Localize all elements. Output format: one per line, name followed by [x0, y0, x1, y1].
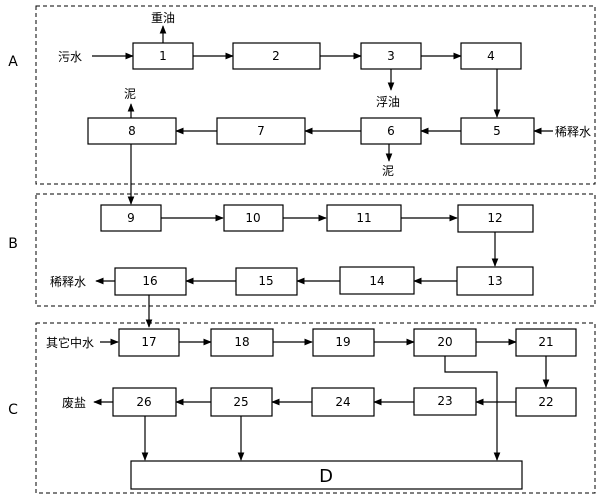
stream-heavy-oil: 重油: [151, 11, 175, 25]
node-8-label: 8: [128, 124, 136, 138]
node-19: 19: [312, 328, 375, 357]
node-21: 21: [515, 328, 577, 357]
section-a-frame: [35, 5, 596, 185]
stream-floating-oil: 浮油: [376, 95, 400, 109]
node-4: 4: [460, 42, 522, 70]
node-16-label: 16: [142, 274, 157, 288]
node-23: 23: [413, 387, 477, 416]
node-23-label: 23: [437, 394, 452, 408]
node-1-label: 1: [159, 49, 167, 63]
stream-sludge-8: 泥: [124, 87, 136, 101]
node-9: 9: [100, 204, 162, 232]
stream-waste-salt: 废盐: [62, 395, 86, 410]
node-6-label: 6: [387, 124, 395, 138]
node-19-label: 19: [335, 335, 350, 349]
stream-diluting-water-out: 稀释水: [50, 275, 86, 289]
edge-20-d: [444, 356, 501, 461]
node-14: 14: [339, 266, 415, 295]
node-11: 11: [326, 204, 402, 232]
section-c-label: C: [8, 402, 18, 418]
node-4-label: 4: [487, 49, 495, 63]
node-d-label: D: [319, 466, 333, 487]
stream-other-reclaimed-water: 其它中水: [46, 335, 94, 350]
node-21-label: 21: [538, 335, 553, 349]
node-22: 22: [515, 387, 577, 417]
node-22-label: 22: [538, 395, 553, 409]
node-2-label: 2: [272, 49, 280, 63]
node-25-label: 25: [233, 395, 248, 409]
node-11-label: 11: [356, 211, 371, 225]
node-10-label: 10: [245, 211, 260, 225]
node-14-label: 14: [369, 274, 384, 288]
section-c-frame: [35, 322, 596, 494]
node-d: D: [130, 460, 523, 490]
node-9-label: 9: [127, 211, 135, 225]
node-6: 6: [360, 117, 422, 145]
node-17: 17: [118, 328, 180, 357]
node-3-label: 3: [387, 49, 395, 63]
node-7-label: 7: [257, 124, 265, 138]
node-15-label: 15: [258, 274, 273, 288]
section-a-label: A: [8, 54, 18, 70]
node-18: 18: [210, 328, 274, 357]
node-25: 25: [210, 387, 273, 417]
node-24-label: 24: [335, 395, 350, 409]
stream-wastewater: 污水: [58, 50, 82, 64]
node-20: 20: [413, 328, 477, 357]
node-20-label: 20: [437, 335, 452, 349]
node-13: 13: [456, 266, 534, 296]
node-26-label: 26: [136, 395, 151, 409]
stream-sludge-6: 泥: [382, 164, 394, 178]
node-16: 16: [114, 267, 187, 296]
node-12: 12: [457, 204, 534, 233]
node-7: 7: [216, 117, 306, 145]
node-26: 26: [112, 387, 177, 417]
node-1: 1: [132, 42, 194, 70]
node-13-label: 13: [487, 274, 502, 288]
node-12-label: 12: [487, 211, 502, 225]
stream-diluting-water-in: 稀释水: [555, 125, 591, 139]
node-15: 15: [235, 267, 298, 296]
node-10: 10: [223, 204, 284, 232]
node-2: 2: [232, 42, 321, 70]
section-b-label: B: [8, 236, 18, 252]
node-5: 5: [460, 117, 535, 145]
node-5-label: 5: [493, 124, 501, 138]
node-3: 3: [360, 42, 422, 70]
node-18-label: 18: [234, 335, 249, 349]
node-17-label: 17: [141, 335, 156, 349]
node-8: 8: [87, 117, 177, 145]
node-24: 24: [311, 387, 375, 417]
